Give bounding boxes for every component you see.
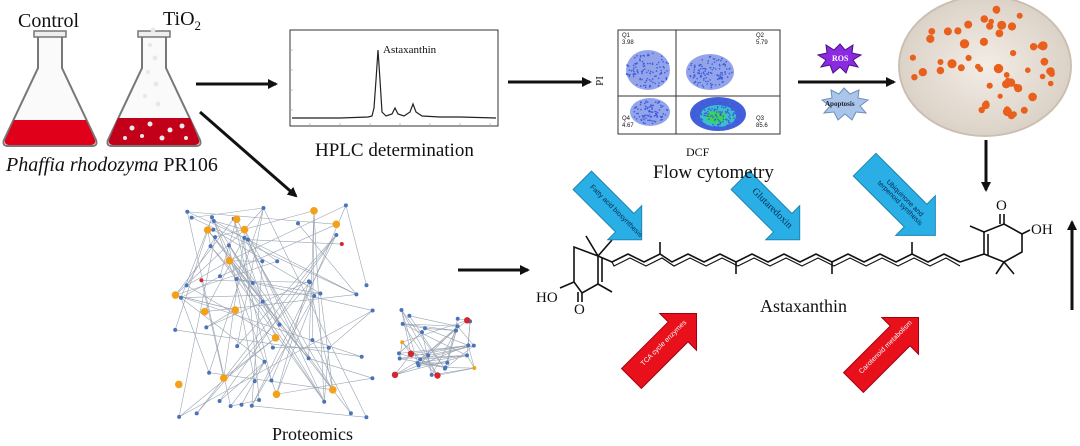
molecule-oh-right: OH: [1031, 222, 1053, 238]
proteomics-network: [171, 203, 375, 420]
tio2-particles-icon: [123, 27, 188, 141]
control-flask: [2, 30, 98, 147]
ros-star-icon: [816, 43, 863, 74]
proteomics-caption: Proteomics: [272, 424, 353, 444]
flow-x-axis-label: DCF: [686, 145, 710, 159]
molecule-ho-left: HO: [536, 290, 558, 306]
hplc-peak-label: Astaxanthin: [383, 44, 437, 56]
petri-dish-image: [896, 0, 1080, 140]
tio2-label: TiO2: [163, 8, 202, 33]
strain-label: Phaffia rhodozyma PR106: [6, 154, 218, 176]
blue-arrow-glutaredoxin: [730, 170, 801, 241]
flow-y-axis-label: PI: [593, 76, 606, 86]
apoptosis-star-icon: [820, 87, 870, 121]
tio2-flask: [106, 27, 202, 147]
proteomics-network-small: [391, 308, 477, 379]
hplc-caption: HPLC determination: [315, 140, 474, 161]
flow-caption: Flow cytometry: [653, 162, 774, 183]
flow-cytometry-plot: [617, 29, 781, 135]
blue-arrow-ubiquinone: [852, 152, 936, 236]
arrow-flask-to-proteomics: [199, 110, 298, 198]
red-arrow-carotenoid: [842, 316, 920, 394]
hplc-chromatogram: [289, 29, 499, 127]
control-label: Control: [18, 10, 80, 32]
astaxanthin-structure: [559, 214, 1031, 302]
red-arrow-tca: [620, 312, 698, 390]
molecule-o-left: O: [574, 302, 585, 318]
molecule-name: Astaxanthin: [760, 296, 847, 316]
apoptosis-label: Apoptosis: [825, 100, 855, 108]
blue-arrow-fatty-acid: [572, 170, 643, 241]
molecule-o-right: O: [996, 198, 1007, 214]
ros-label: ROS: [832, 54, 849, 63]
